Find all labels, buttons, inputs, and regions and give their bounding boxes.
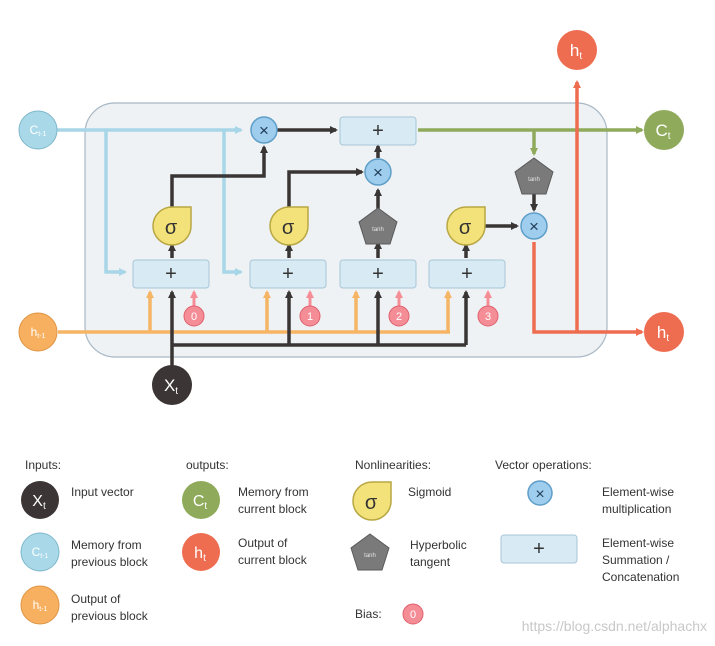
svg-text:2: 2 <box>396 311 402 323</box>
svg-text:+: + <box>533 538 545 560</box>
svg-text:σ: σ <box>282 217 295 239</box>
hidden-previous-lines <box>58 290 452 334</box>
hidden-current-lines <box>532 80 644 336</box>
multiply-label: Element-wise multiplication <box>602 485 675 516</box>
multiply-icon: × <box>364 158 392 186</box>
sigmoid-gates: σ σ σ <box>152 206 486 246</box>
sum-symbol: + <box>372 120 384 142</box>
multiply-icon: × <box>250 116 278 144</box>
sigmoid-icon: σ <box>269 206 309 246</box>
svg-text:×: × <box>259 121 269 140</box>
sum-box-input <box>249 259 327 289</box>
memory-current-lines <box>418 126 644 156</box>
sigmoid-label: Sigmoid <box>408 485 452 499</box>
hidden-previous-node: ht-1 <box>18 312 58 352</box>
svg-text:Ct: Ct <box>193 493 208 512</box>
sum-symbol: + <box>165 263 177 285</box>
tanh-label: Hyperbolic tangent <box>410 538 467 569</box>
input-lines <box>168 126 538 368</box>
memory-current-icon: Ct <box>182 481 220 519</box>
svg-text:ht-1: ht-1 <box>31 325 46 340</box>
sum-symbol: + <box>282 263 294 285</box>
sum-box-candidate <box>339 259 417 289</box>
bias-legend-icon: 0 <box>402 603 424 625</box>
sum-box-forget <box>132 259 210 289</box>
input-vector-label: Input vector <box>71 485 134 499</box>
svg-text:Ct-1: Ct-1 <box>32 545 49 560</box>
sigmoid-legend-icon: σ <box>352 481 392 521</box>
svg-text:tanh: tanh <box>372 227 384 233</box>
svg-text:×: × <box>373 163 383 182</box>
multiply-legend-icon: × <box>527 480 553 506</box>
svg-text:σ: σ <box>165 217 178 239</box>
svg-text:σ: σ <box>365 492 378 514</box>
svg-text:0: 0 <box>410 609 416 621</box>
memory-current-node: Ct <box>644 110 684 150</box>
sum-symbol: + <box>461 263 473 285</box>
bias-circles: 0 1 2 3 <box>183 305 499 327</box>
multiply-icon: × <box>520 212 548 240</box>
svg-text:Ct: Ct <box>655 121 670 142</box>
svg-text:Xt: Xt <box>164 376 178 397</box>
hidden-current-node-top: ht <box>557 30 597 70</box>
sigmoid-icon: σ <box>446 206 486 246</box>
sum-box-output <box>428 259 506 289</box>
svg-text:ht: ht <box>657 323 669 344</box>
nonlinearities-heading: Nonlinearities: <box>355 458 432 472</box>
sum-legend-icon: + <box>500 534 578 564</box>
bias-icon: 3 <box>477 305 499 327</box>
output-previous-label: Output of previous block <box>71 592 148 623</box>
memory-previous-node: Ct-1 <box>18 110 58 150</box>
input-vector-icon: Xt <box>21 481 59 519</box>
tanh-legend-icon: tanh <box>350 533 390 571</box>
memory-current-label: Memory from current block <box>238 485 309 516</box>
vector-operations-heading: Vector operations: <box>495 458 592 472</box>
sum-symbol: + <box>372 263 384 285</box>
bias-icon: 0 <box>183 305 205 327</box>
svg-text:ht: ht <box>570 41 582 62</box>
svg-text:σ: σ <box>459 217 472 239</box>
sum-boxes: + + + + + <box>132 116 506 289</box>
cell-block-background <box>84 102 608 358</box>
tanh-icon: tanh <box>514 157 554 195</box>
output-previous-icon: ht-1 <box>20 585 60 625</box>
svg-text:Xt: Xt <box>32 493 46 512</box>
bias-label: Bias: <box>355 607 382 621</box>
bias-lines <box>190 290 492 306</box>
bias-icon: 2 <box>388 305 410 327</box>
sum-label: Element-wise Summation / Concatenation <box>602 536 680 584</box>
sigmoid-icon: σ <box>152 206 192 246</box>
svg-text:ht-1: ht-1 <box>33 598 48 613</box>
memory-previous-icon: Ct-1 <box>20 532 60 572</box>
output-current-icon: ht <box>182 533 220 571</box>
svg-text:ht: ht <box>194 545 206 564</box>
svg-text:1: 1 <box>307 311 313 323</box>
svg-text:×: × <box>535 486 544 503</box>
watermark: https://blog.csdn.net/alphachx <box>521 618 707 634</box>
outputs-heading: outputs: <box>186 458 229 472</box>
tanh-icon: tanh <box>358 207 398 245</box>
bias-icon: 1 <box>299 305 321 327</box>
svg-text:tanh: tanh <box>528 177 540 183</box>
svg-text:×: × <box>529 217 539 236</box>
memory-previous-label: Memory from previous block <box>71 538 148 569</box>
hidden-current-node-right: ht <box>644 312 684 352</box>
svg-text:0: 0 <box>191 311 197 323</box>
inputs-heading: Inputs: <box>25 458 62 472</box>
svg-text:tanh: tanh <box>364 553 376 559</box>
input-node: Xt <box>152 365 192 405</box>
svg-text:Ct-1: Ct-1 <box>30 123 47 138</box>
sum-box-memory <box>339 116 417 146</box>
output-current-label: Output of current block <box>238 536 307 567</box>
svg-text:3: 3 <box>485 311 491 323</box>
